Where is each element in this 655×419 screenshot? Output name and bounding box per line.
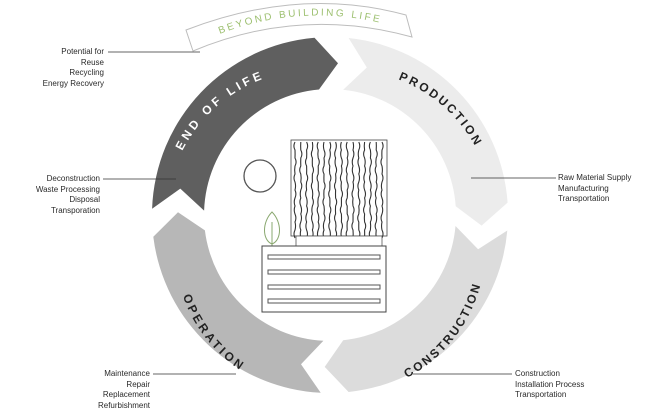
detail-item: Potential for (61, 47, 104, 56)
center-illustration (243, 139, 388, 313)
wood-grain-line (351, 141, 355, 239)
wood-grain-line (374, 141, 378, 239)
wood-grain-line (322, 141, 326, 239)
detail-item: Deconstruction (46, 174, 100, 183)
segment-construction (324, 226, 508, 392)
wood-grain-line (299, 141, 303, 239)
detail-item: Recycling (69, 68, 104, 77)
tree-icon (264, 211, 280, 250)
detail-item: Transportation (515, 390, 567, 399)
detail-item: Manufacturing (558, 183, 609, 193)
detail-item: Repair (126, 379, 150, 389)
detail-item: Reuse (80, 57, 104, 67)
wood-grain-line (345, 141, 349, 239)
wood-grain-line (310, 141, 315, 239)
segment-production (343, 38, 508, 226)
production-details: Raw Material Supply Manufacturing Transp… (558, 173, 631, 205)
wood-grain-line (328, 141, 332, 239)
segment-end-of-life (152, 37, 338, 211)
beyond-details: Potential for Reuse Recycling Energy Rec… (43, 47, 104, 89)
detail-item: Energy Recovery (42, 78, 104, 88)
detail-item: Construction (515, 369, 560, 378)
wood-grain-line (363, 141, 367, 239)
wood-grain-line (357, 141, 361, 239)
detail-item: Transportation (558, 194, 610, 203)
detail-item: Installation Process (515, 379, 585, 389)
operation-details: Maintenance Repair Replacement Refurbish… (98, 369, 150, 411)
detail-item: Maintenance (104, 369, 150, 378)
leader-lines (103, 51, 556, 375)
detail-item: Refurbishment (97, 400, 150, 410)
end-of-life-details: Deconstruction Waste Processing Disposal… (36, 174, 100, 216)
wood-grain-line (304, 141, 309, 239)
detail-item: Replacement (102, 390, 150, 399)
segments-group (152, 37, 508, 393)
sun-icon (243, 159, 277, 193)
wood-grain-line (380, 141, 384, 239)
wood-grain-line (293, 141, 297, 239)
construction-details: Construction Installation Process Transp… (515, 369, 584, 401)
detail-item: Transporation (50, 205, 100, 215)
detail-item: Raw Material Supply (558, 173, 632, 182)
segment-operation (153, 212, 324, 393)
wood-grain-line (316, 141, 320, 239)
wood-grain-line (333, 141, 338, 239)
wood-grain-line (339, 141, 344, 239)
timber-building-icon (261, 139, 388, 313)
detail-item: Disposal (69, 195, 100, 204)
detail-item: Waste Processing (35, 184, 100, 194)
wood-grain-line (368, 141, 372, 239)
beyond-banner: BEYOND BUILDING LIFE (185, 3, 413, 52)
